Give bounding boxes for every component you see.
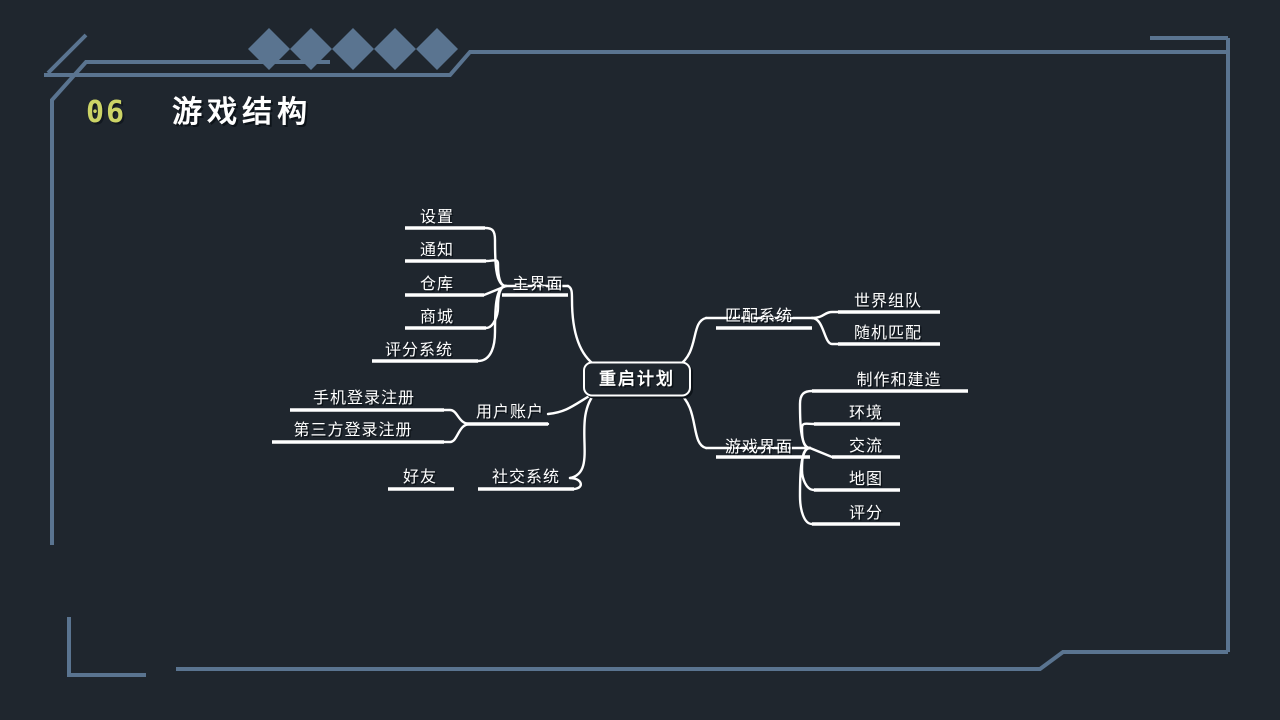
frame-decor-slash (46, 33, 88, 75)
frame-bottom-left-bracket (67, 617, 146, 677)
mindmap-leaf-notification[interactable]: 通知 (419, 242, 455, 259)
mindmap-leaf-phone-registration[interactable]: 手机登录注册 (312, 390, 416, 407)
mindmap-leaf-store[interactable]: 商城 (419, 309, 455, 326)
diamond-icon (374, 28, 416, 70)
link-root-social (568, 390, 598, 480)
mindmap-leaf-environment[interactable]: 环境 (848, 405, 884, 422)
mindmap-leaf-thirdparty-registration[interactable]: 第三方登录注册 (293, 422, 413, 439)
link-match-c2 (810, 316, 840, 346)
link-root-match (676, 316, 708, 368)
mindmap-leaf-communication[interactable]: 交流 (848, 438, 884, 455)
link-account-c2 (442, 422, 472, 444)
mindmap-leaf-random-match[interactable]: 随机匹配 (853, 325, 923, 342)
diamond-strip (248, 28, 458, 70)
diamond-icon (416, 28, 458, 70)
frame-bottom-right-path (176, 650, 1228, 671)
link-account-c1 (442, 408, 472, 426)
link-root-mainui (566, 284, 598, 368)
mindmap-leaf-score[interactable]: 评分 (848, 505, 884, 522)
diamond-icon (332, 28, 374, 70)
link-social-hub (566, 476, 582, 491)
link-mainui-c5 (476, 284, 508, 363)
mindmap-branch-user-account[interactable]: 用户账户 (475, 404, 545, 421)
mindmap-root-node[interactable]: 重启计划 (583, 361, 691, 397)
section-number: 06 (86, 95, 127, 130)
link-mainui-c2 (484, 259, 508, 288)
link-match-c1 (810, 310, 840, 320)
link-game-c3 (808, 446, 834, 459)
mindmap-leaf-rating-system[interactable]: 评分系统 (384, 342, 454, 359)
diamond-icon (290, 28, 332, 70)
mindmap-branch-social-system[interactable]: 社交系统 (491, 469, 561, 486)
link-game-c2 (800, 422, 816, 450)
mindmap-leaf-settings[interactable]: 设置 (419, 209, 455, 226)
page-title: 游戏结构 (172, 96, 313, 129)
slide-header: 06 游戏结构 (86, 98, 312, 128)
mindmap-leaf-craft-build[interactable]: 制作和建造 (856, 372, 942, 389)
mindmap-leaf-world-team[interactable]: 世界组队 (853, 293, 923, 310)
mindmap-branch-matching-system[interactable]: 匹配系统 (724, 308, 794, 325)
link-mainui-c1 (483, 226, 508, 288)
mindmap-leaf-warehouse[interactable]: 仓库 (419, 276, 455, 293)
mindmap-branch-main-ui[interactable]: 主界面 (512, 276, 564, 293)
link-game-c5 (798, 446, 814, 526)
frame-top-left-path (50, 60, 330, 545)
mindmap-leaf-map[interactable]: 地图 (848, 471, 884, 488)
frame-diamond-underline (44, 50, 1228, 77)
link-root-game (676, 390, 708, 450)
mindmap-leaf-friends[interactable]: 好友 (402, 469, 438, 486)
mindmap-branch-game-ui[interactable]: 游戏界面 (724, 439, 794, 456)
diamond-icon (248, 28, 290, 70)
